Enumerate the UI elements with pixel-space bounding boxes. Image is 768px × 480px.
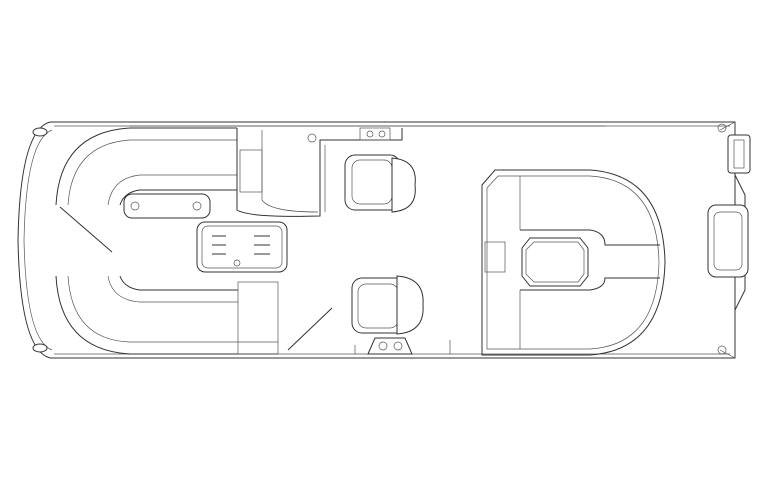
boarding-ladder: [707, 204, 749, 278]
bow-lounge-lower: [55, 275, 279, 355]
stern-platform: [707, 121, 751, 359]
passenger-seat-icon: [351, 275, 424, 335]
helm-seat-icon: [344, 154, 416, 213]
bow-table-icon: [123, 193, 211, 219]
stern-lounge: [481, 169, 666, 356]
ski-locker: [354, 337, 451, 355]
helm-console: [236, 127, 403, 217]
bow-lounge-upper: [55, 127, 237, 253]
rear-table-icon: [521, 237, 589, 287]
ladder-icon: [727, 134, 751, 174]
bow-cleat-icons: [32, 127, 48, 353]
side-gate: [287, 307, 333, 351]
center-table: [196, 221, 288, 273]
